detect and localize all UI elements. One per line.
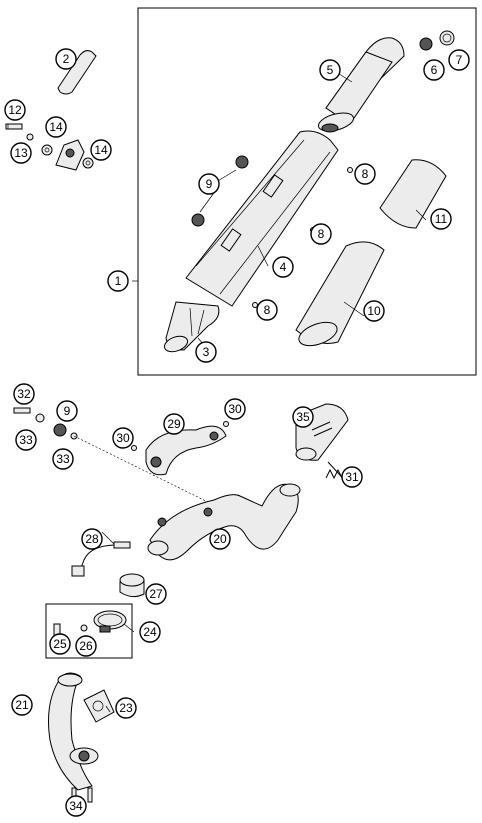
callout-23: 23 bbox=[115, 697, 137, 719]
callout-9a: 9 bbox=[198, 173, 220, 195]
callout-29: 29 bbox=[163, 413, 185, 435]
part-21-lower-pipe bbox=[48, 672, 99, 791]
callout-8a-label: 8 bbox=[362, 167, 369, 181]
muffler-assembly-frame bbox=[137, 7, 477, 376]
callout-1: 1 bbox=[107, 270, 129, 292]
callout-20-label: 20 bbox=[213, 532, 227, 546]
callout-35-label: 35 bbox=[296, 410, 310, 424]
part-5-end-cap bbox=[317, 37, 405, 133]
part-11-sleeve bbox=[379, 159, 447, 229]
part-23-gasket bbox=[83, 689, 115, 723]
callout-27-label: 27 bbox=[149, 587, 163, 601]
callout-9b: 9 bbox=[56, 400, 78, 422]
clamp-group-frame bbox=[45, 603, 133, 659]
callout-25: 25 bbox=[49, 633, 71, 655]
callout-8b: 8 bbox=[310, 223, 332, 245]
callout-30a-label: 30 bbox=[116, 431, 130, 445]
callout-14b-label: 14 bbox=[94, 143, 108, 157]
callout-30b: 30 bbox=[224, 398, 246, 420]
callout-5-label: 5 bbox=[327, 63, 334, 77]
callout-13: 13 bbox=[10, 142, 32, 164]
part-30-screws bbox=[131, 421, 229, 451]
callout-31: 31 bbox=[341, 466, 363, 488]
callout-6: 6 bbox=[423, 59, 445, 81]
callout-14b: 14 bbox=[90, 139, 112, 161]
callout-26-label: 26 bbox=[79, 639, 93, 653]
callout-9b-label: 9 bbox=[64, 404, 71, 418]
callout-10-label: 10 bbox=[367, 304, 381, 318]
callout-27: 27 bbox=[145, 583, 167, 605]
callout-7-label: 7 bbox=[456, 53, 463, 67]
callout-31-label: 31 bbox=[345, 470, 359, 484]
callout-1-label: 1 bbox=[115, 274, 122, 288]
callout-4: 4 bbox=[272, 256, 294, 278]
callout-8c-label: 8 bbox=[264, 303, 271, 317]
callout-11-label: 11 bbox=[435, 212, 448, 226]
part-2-heat-shield bbox=[57, 50, 97, 95]
callout-4-label: 4 bbox=[280, 260, 287, 274]
callout-11: 11 bbox=[430, 208, 452, 230]
callout-14a-label: 14 bbox=[49, 120, 63, 134]
callout-26: 26 bbox=[75, 635, 97, 657]
callout-9a-label: 9 bbox=[206, 177, 213, 191]
part-10-silencer bbox=[295, 241, 385, 347]
part-27-sleeve bbox=[119, 573, 145, 598]
callout-8a: 8 bbox=[354, 163, 376, 185]
callout-7: 7 bbox=[448, 49, 470, 71]
callout-28: 28 bbox=[81, 528, 103, 550]
parts-32-33-hardware bbox=[13, 407, 221, 509]
callout-23-label: 23 bbox=[119, 701, 133, 715]
callout-3-label: 3 bbox=[203, 345, 210, 359]
callout-33b-label: 33 bbox=[56, 452, 70, 466]
callout-3: 3 bbox=[195, 341, 217, 363]
callout-21-label: 21 bbox=[15, 698, 29, 712]
parts-6-7-caps bbox=[419, 30, 455, 51]
callout-5: 5 bbox=[319, 59, 341, 81]
callout-6-label: 6 bbox=[431, 63, 438, 77]
part-9-grommets bbox=[191, 155, 249, 227]
callout-20: 20 bbox=[209, 528, 231, 550]
callout-33a-label: 33 bbox=[19, 433, 33, 447]
callout-2: 2 bbox=[55, 48, 77, 70]
callout-33b: 33 bbox=[52, 448, 74, 470]
callout-14a: 14 bbox=[45, 116, 67, 138]
part-4-inner-tube bbox=[185, 130, 339, 307]
part-20-header-pipe bbox=[147, 483, 301, 561]
callout-2-label: 2 bbox=[63, 52, 70, 66]
callout-32: 32 bbox=[13, 383, 35, 405]
callout-34: 34 bbox=[65, 795, 87, 817]
part-24-clamp bbox=[93, 610, 127, 633]
callout-35: 35 bbox=[292, 406, 314, 428]
callout-33a: 33 bbox=[15, 429, 37, 451]
part-3-inlet-cone bbox=[163, 301, 220, 353]
callout-34-label: 34 bbox=[69, 799, 83, 813]
parts-12-14-bracket-hardware bbox=[5, 123, 94, 171]
callout-10: 10 bbox=[363, 300, 385, 322]
callout-8c: 8 bbox=[256, 299, 278, 321]
callout-29-label: 29 bbox=[167, 417, 181, 431]
callout-8b-label: 8 bbox=[318, 227, 325, 241]
callout-24: 24 bbox=[139, 621, 161, 643]
callout-24-label: 24 bbox=[143, 625, 157, 639]
callout-25-label: 25 bbox=[53, 637, 67, 651]
part-29-link-pipe bbox=[145, 425, 227, 476]
callout-32-label: 32 bbox=[17, 387, 31, 401]
callout-21: 21 bbox=[11, 694, 33, 716]
callout-30b-label: 30 bbox=[228, 402, 242, 416]
callout-12-label: 12 bbox=[8, 103, 22, 117]
callout-13-label: 13 bbox=[14, 146, 28, 160]
callout-28-label: 28 bbox=[85, 532, 99, 546]
callout-12: 12 bbox=[4, 99, 26, 121]
part-28-sensor bbox=[71, 541, 131, 577]
callout-30a: 30 bbox=[112, 427, 134, 449]
